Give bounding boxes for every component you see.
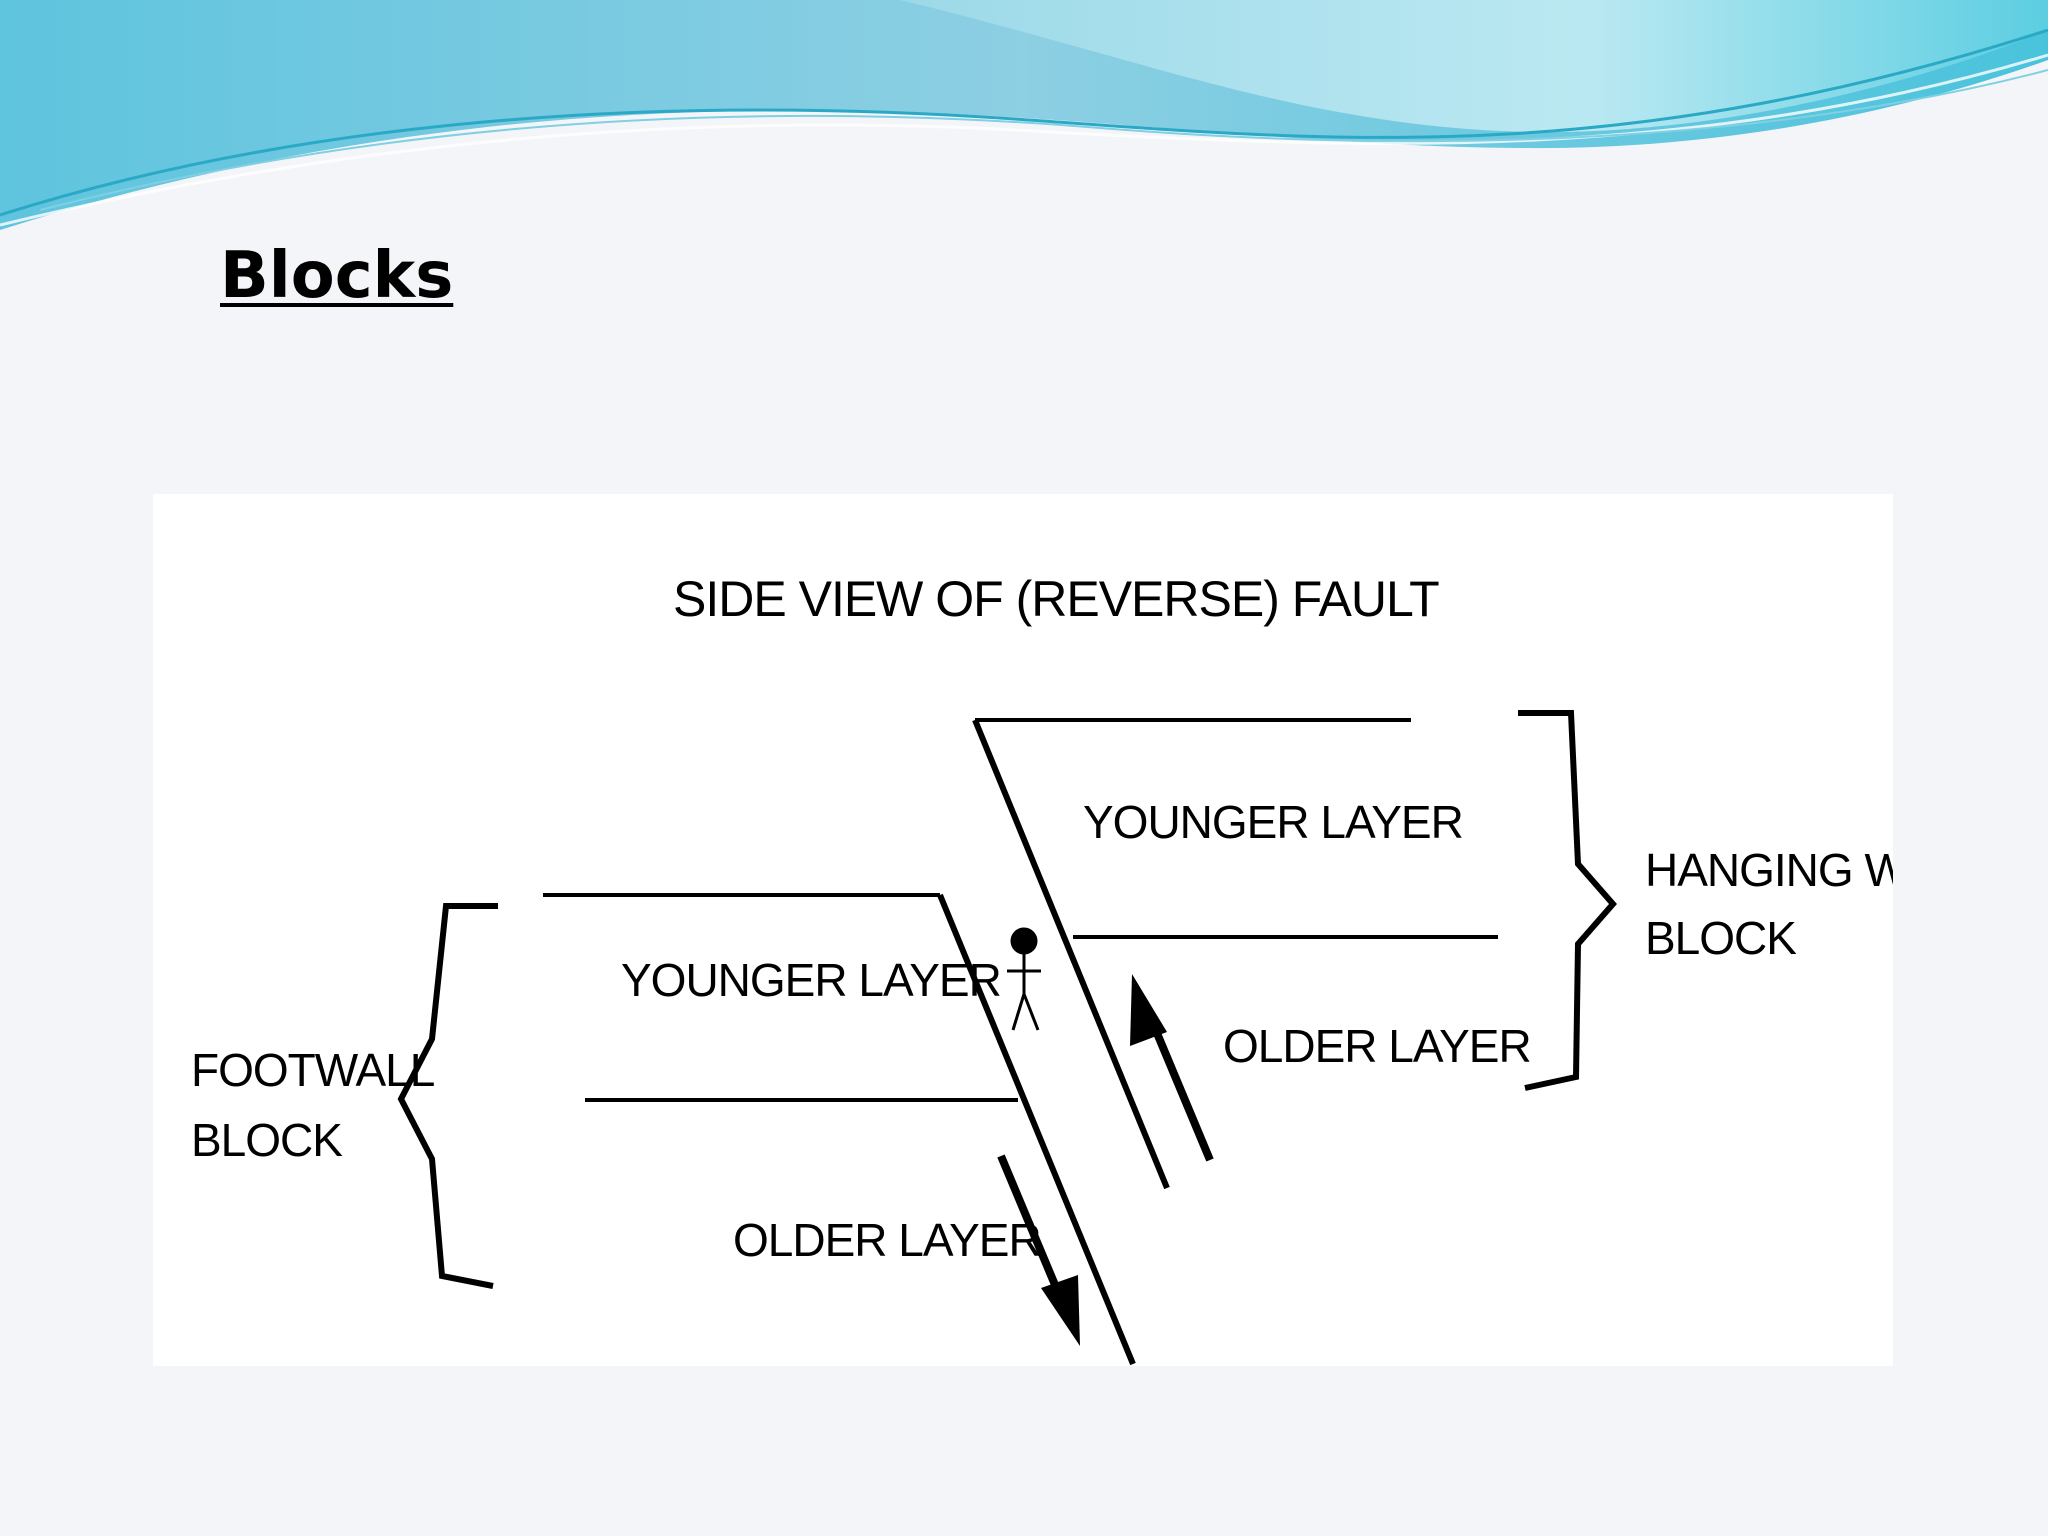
- hanging-wall-up-arrow: [1130, 974, 1214, 1162]
- hanging-wall-label-line2: BLOCK: [1645, 912, 1797, 964]
- wave-line-1: [0, 28, 2048, 217]
- fault-diagram-panel: SIDE VIEW OF (REVERSE) FAULT: [153, 494, 1893, 1366]
- hanging-wall-younger-layer-label: YOUNGER LAYER: [1083, 796, 1463, 848]
- hanging-wall-older-layer-label: OLDER LAYER: [1223, 1020, 1531, 1072]
- observer-stick-figure-icon: [1007, 927, 1041, 1031]
- footwall-brace: [397, 903, 498, 1289]
- slide-title: Blocks: [220, 239, 454, 313]
- wave-front: [900, 0, 2048, 133]
- hanging-wall-label-line1: HANGING WALL: [1645, 844, 1893, 896]
- wave-line-3: [39, 69, 2048, 211]
- footwall-older-layer-label: OLDER LAYER: [733, 1214, 1041, 1266]
- header-wave-banner: [0, 0, 2048, 230]
- fault-plane-right-line: [972, 718, 1170, 1190]
- footwall-younger-layer-label: YOUNGER LAYER: [621, 954, 1001, 1006]
- wave-line-2: [0, 53, 2048, 227]
- hanging-wall-brace: [1518, 710, 1617, 1091]
- footwall-label-line1: FOOTWALL: [191, 1044, 435, 1096]
- footwall-label-line2: BLOCK: [191, 1114, 343, 1166]
- reverse-fault-diagram: SIDE VIEW OF (REVERSE) FAULT: [191, 571, 1893, 1366]
- footwall-down-arrow: [997, 1154, 1080, 1346]
- fault-plane-left-line: [937, 893, 1136, 1366]
- diagram-title: SIDE VIEW OF (REVERSE) FAULT: [673, 571, 1439, 627]
